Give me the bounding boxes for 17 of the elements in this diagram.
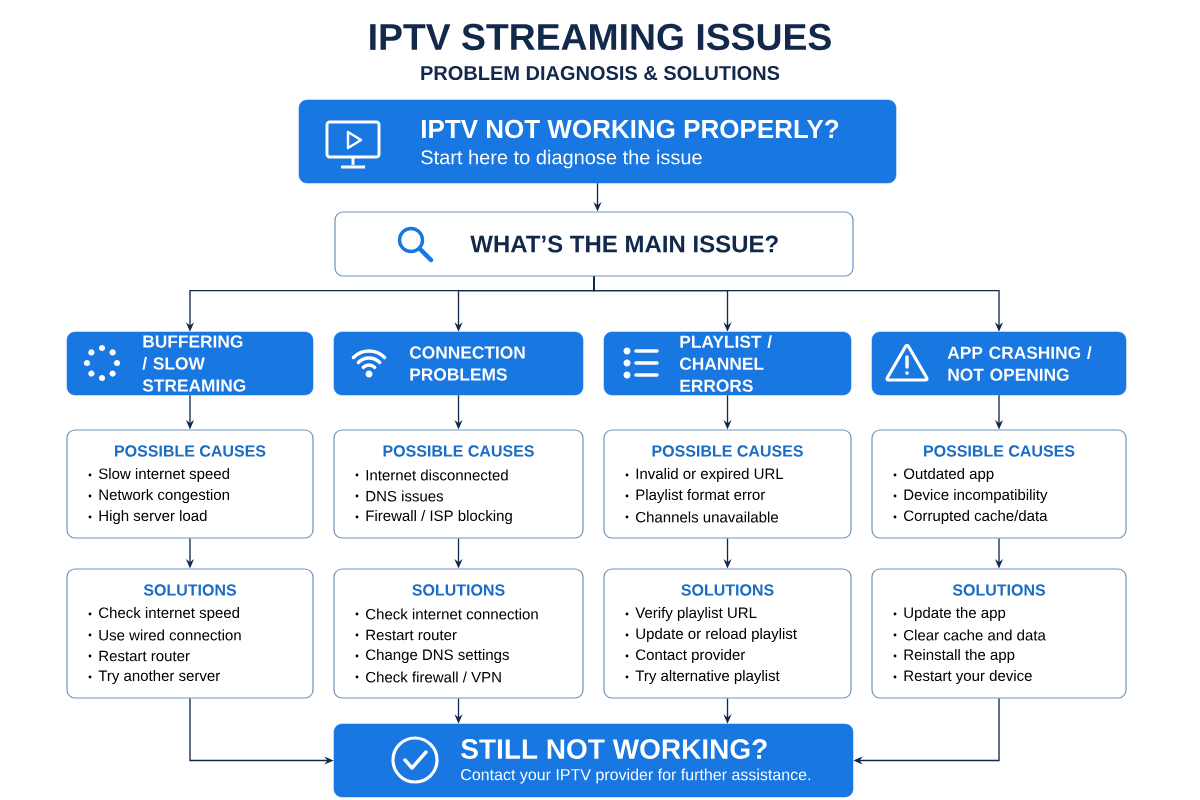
list-box: POSSIBLE CAUSES Internet disconnected DNS issues Firewall / ISP blocking [333,429,584,539]
start-box: IPTV NOT WORKING PROPERLY? Start here to diagnose the issue [298,99,897,184]
category-box: PLAYLIST / CHANNEL ERRORS [603,331,852,396]
category-box: APP CRASHING / NOT OPENING [871,331,1127,396]
category-box: CONNECTION PROBLEMS [333,331,584,396]
title: IPTV STREAMING ISSUES [370,23,831,51]
question-box: WHAT’S THE MAIN ISSUE? [334,211,854,277]
list-box: POSSIBLE CAUSES Outdated app Device incompatibility Corrupted cache/data [871,429,1127,539]
list-box: SOLUTIONS Check internet connection Restart router Change DNS settings Check firewall / VPN [333,568,584,699]
list-box: SOLUTIONS Check internet speed Use wired connection Restart router Try another server [66,568,314,699]
list-box: SOLUTIONS Update the app Clear cache and data Reinstall the app Restart your device [871,568,1127,699]
list-box: SOLUTIONS Verify playlist URL Update or reload playlist Contact provider Try alternative playlist [603,568,852,699]
list-box: POSSIBLE CAUSES Slow internet speed Network congestion High server load [66,429,314,539]
list-box: POSSIBLE CAUSES Invalid or expired URL Playlist format error Channels unavailable [603,429,852,539]
category-box: BUFFERING / SLOW STREAMING [66,331,314,396]
subtitle: PROBLEM DIAGNOSIS & SOLUTIONS [421,65,780,81]
end-box: STILL NOT WORKING? Contact your IPTV provider for further assistance. [333,723,854,798]
